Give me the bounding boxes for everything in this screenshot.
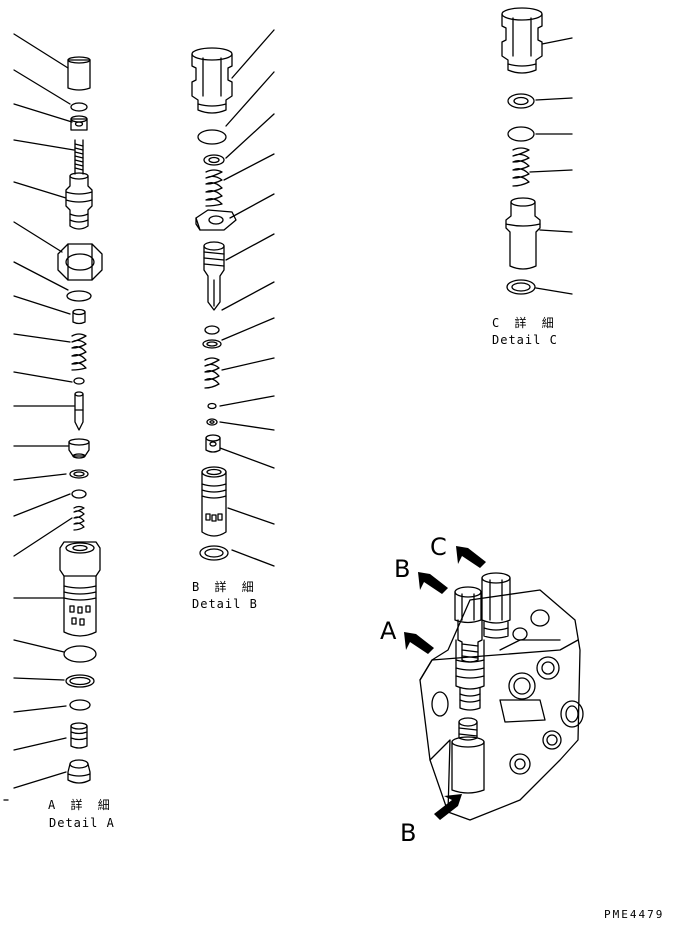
detail-c-label: Detail (492, 333, 542, 347)
detail-a-leader-lines (14, 34, 74, 788)
detail-a-key: A (48, 798, 60, 812)
detail-c-key: C (492, 316, 504, 330)
valve-assembly-view (404, 546, 583, 820)
detail-a-parts (4, 34, 102, 800)
callout-arrow-b-bottom (434, 794, 462, 820)
detail-b-caption-jp: B 詳 細 (192, 580, 258, 594)
callout-letter-c: C (430, 533, 447, 561)
detail-b-key: B (192, 580, 204, 594)
callout-arrow-c (456, 546, 486, 568)
detail-a-letter: A (106, 816, 115, 830)
callout-arrow-a (404, 632, 434, 654)
callout-letter-a: A (380, 617, 397, 645)
valve-port-bosses (432, 610, 583, 774)
detail-b-jp-text: 詳 細 (214, 580, 258, 594)
detail-b-parts (192, 30, 274, 566)
callout-letter-b-top: B (394, 555, 411, 583)
detail-b-leader-lines (220, 30, 274, 566)
callout-letter-b-bottom: B (400, 819, 417, 847)
detail-c-caption: Detail C (492, 333, 558, 347)
detail-a-caption: Detail A (49, 816, 115, 830)
drawing-code: PME4479 (604, 908, 665, 921)
detail-b-caption: Detail B (192, 597, 258, 611)
detail-c-leader-lines (530, 38, 572, 294)
detail-b-letter: B (249, 597, 258, 611)
detail-b-label: Detail (192, 597, 242, 611)
callout-arrow-b-top (418, 572, 448, 594)
detail-c-jp-text: 詳 細 (514, 316, 558, 330)
detail-a-caption-jp: A 詳 細 (48, 798, 114, 812)
detail-a-label: Detail (49, 816, 99, 830)
detail-c-parts (502, 8, 572, 294)
detail-a-jp-text: 詳 細 (70, 798, 114, 812)
detail-c-letter: C (549, 333, 558, 347)
detail-c-caption-jp: C 詳 細 (492, 316, 558, 330)
